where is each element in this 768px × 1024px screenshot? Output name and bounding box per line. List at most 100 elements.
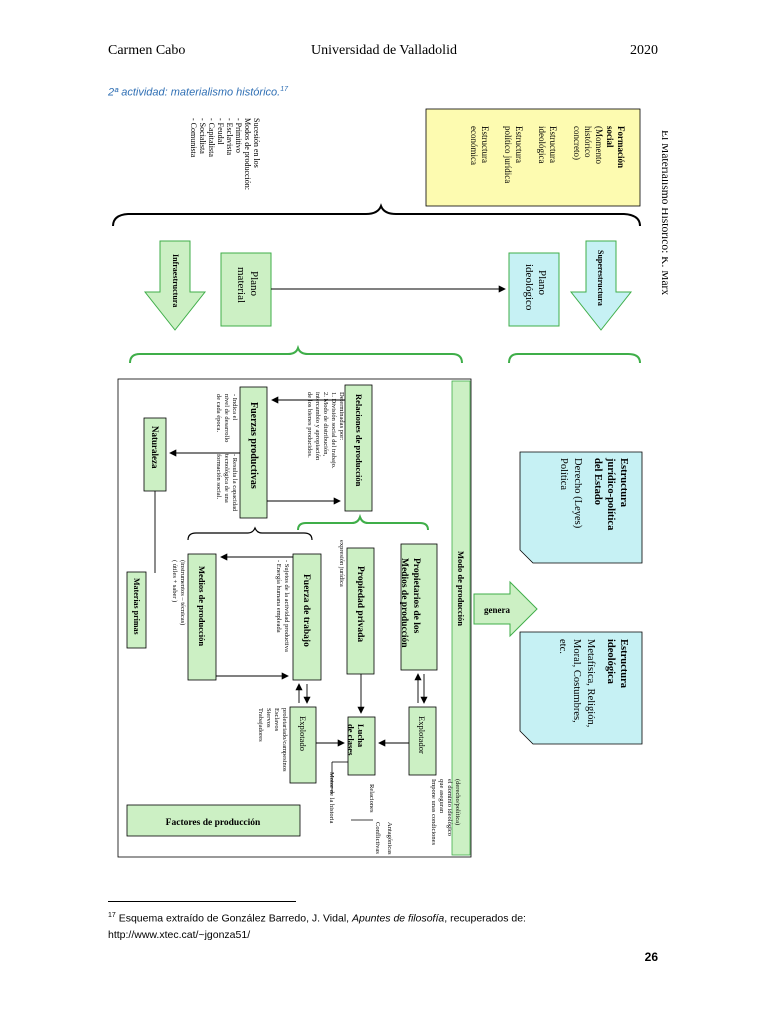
footnote-url[interactable]: http://www.xtec.cat/~jgonza51/ bbox=[108, 928, 251, 941]
svg-text:del Estado: del Estado bbox=[592, 458, 603, 505]
svg-text:que aseguran: que aseguran bbox=[438, 779, 445, 814]
footnote-text-after: , recuperados de: bbox=[444, 912, 526, 925]
svg-text:Plano: Plano bbox=[248, 271, 260, 297]
svg-text:Trabajadores: Trabajadores bbox=[257, 708, 264, 742]
brace-top bbox=[112, 203, 641, 227]
modo-bar bbox=[451, 380, 471, 856]
medios-title: Medios de producción bbox=[197, 566, 207, 646]
svg-text:- Primitivo: - Primitivo bbox=[234, 118, 243, 153]
svg-text:intercambio y apropiación: intercambio y apropiación bbox=[314, 392, 321, 461]
svg-text:económica: económica bbox=[469, 126, 479, 165]
svg-text:de clases: de clases bbox=[346, 724, 356, 756]
svg-text:Propiedad privada: Propiedad privada bbox=[355, 566, 365, 642]
side-title: El Materialismo Histórico: K. Marx bbox=[659, 130, 668, 295]
svg-text:Explotado: Explotado bbox=[298, 716, 308, 751]
propiedad-box bbox=[346, 547, 375, 675]
motor-label: Motor de la historia bbox=[328, 772, 335, 824]
svg-text:Explotador: Explotador bbox=[417, 716, 427, 754]
header-year: 2020 bbox=[630, 43, 658, 58]
svg-text:(instrumentos – técnicas): (instrumentos – técnicas) bbox=[179, 560, 186, 625]
fuerzas-text: - Indica el nivel de desarrollo de cada … bbox=[215, 394, 238, 512]
svg-text:- Comunista: - Comunista bbox=[189, 118, 198, 158]
svg-text:El Materialismo Histórico: K.: El Materialismo Histórico: K. Marx bbox=[659, 130, 668, 295]
svg-text:Propietarios de los: Propietarios de los bbox=[411, 558, 421, 634]
infraestructura-label: Infraestructura bbox=[171, 254, 180, 307]
svg-text:- Indica el: - Indica el bbox=[231, 394, 238, 421]
footnote-rule bbox=[108, 901, 296, 902]
svg-text:material: material bbox=[235, 267, 247, 303]
svg-text:Fuerza de trabajo: Fuerza de trabajo bbox=[301, 574, 311, 647]
svg-text:expresión jurídica: expresión jurídica bbox=[338, 540, 345, 587]
ideologica-text: Estructura ideológica Metafísica, Religi… bbox=[557, 639, 629, 727]
svg-text:Conflictivas: Conflictivas bbox=[374, 822, 381, 854]
svg-text:Relaciones: Relaciones bbox=[368, 784, 375, 813]
svg-text:(derecho/política): (derecho/política) bbox=[454, 779, 461, 825]
explotador-text: Impone unas condiciones que aseguran el … bbox=[430, 779, 461, 846]
genera-label: genera bbox=[484, 605, 510, 615]
materialismo-diagram: El Materialismo Histórico: K. Marx Forma… bbox=[112, 108, 668, 858]
svg-text:Sucesión en los: Sucesión en los bbox=[252, 118, 261, 168]
lucha-text: Lucha de clases bbox=[346, 724, 366, 756]
svg-text:Naturaleza: Naturaleza bbox=[150, 426, 160, 469]
svg-text:de los bienes producidos.: de los bienes producidos. bbox=[306, 392, 313, 458]
svg-text:formación social.: formación social. bbox=[215, 454, 222, 499]
svg-text:histórico: histórico bbox=[583, 126, 593, 158]
footnote: 17 Esquema extraído de González Barredo,… bbox=[108, 908, 658, 943]
svg-text:Medios de producción: Medios de producción bbox=[399, 558, 409, 648]
svg-text:- Energía humana empleada: - Energía humana empleada bbox=[275, 560, 282, 633]
ideologica-box bbox=[519, 631, 643, 745]
svg-text:Estructura: Estructura bbox=[618, 639, 629, 689]
svg-text:Estructura: Estructura bbox=[480, 126, 490, 163]
svg-text:tecnológica de una: tecnológica de una bbox=[223, 454, 230, 503]
svg-text:social: social bbox=[605, 126, 615, 148]
sucesion-text: Sucesión en los Modos de producción: - P… bbox=[189, 118, 261, 190]
plano-material-text: Plano material bbox=[235, 267, 260, 303]
plano-material-box bbox=[220, 252, 272, 327]
svg-text:Lucha: Lucha bbox=[356, 724, 366, 748]
medios-box bbox=[187, 553, 217, 681]
factores-label: Factores de producción bbox=[166, 818, 261, 828]
svg-text:etc.: etc. bbox=[557, 639, 568, 654]
page-number: 26 bbox=[644, 950, 658, 964]
materias-box bbox=[126, 571, 147, 649]
svg-text:concreto): concreto) bbox=[572, 126, 582, 160]
relaciones-box bbox=[344, 384, 373, 512]
modo-frame bbox=[117, 378, 472, 858]
brace-green-inner bbox=[297, 513, 429, 531]
lucha-box bbox=[347, 716, 376, 776]
svg-text:Determinadas por:: Determinadas por: bbox=[338, 392, 345, 440]
relaciones-title: Relaciones de producción bbox=[354, 394, 364, 487]
materias-label: Materias primas bbox=[132, 578, 141, 635]
relaciones-text: Determinadas por: 1. División social del… bbox=[306, 392, 345, 469]
svg-text:Fuerzas productivas: Fuerzas productivas bbox=[248, 402, 259, 489]
svg-text:Superestructura: Superestructura bbox=[596, 250, 605, 306]
svg-text:Relaciones de producción: Relaciones de producción bbox=[354, 394, 364, 487]
medios-text: (instrumentos – técnicas) ( útiles + sab… bbox=[171, 560, 186, 625]
svg-text:- Socialista: - Socialista bbox=[198, 118, 207, 154]
propietarios-box bbox=[400, 543, 438, 671]
svg-text:ideológica: ideológica bbox=[537, 126, 547, 164]
svg-text:Siervos: Siervos bbox=[265, 708, 272, 728]
footnote-text: Esquema extraído de González Barredo, J.… bbox=[115, 912, 352, 925]
footnote-title: Apuntes de filosofía bbox=[352, 912, 445, 925]
svg-text:Estructura: Estructura bbox=[618, 458, 629, 508]
propietarios-text: Propietarios de los Medios de producción bbox=[399, 558, 421, 648]
explotado-title: Explotado bbox=[298, 716, 308, 751]
plano-ideologico-text: Plano ideológico bbox=[523, 264, 548, 311]
svg-text:jurídico-política: jurídico-política bbox=[605, 457, 616, 531]
svg-text:Modo de producción: Modo de producción bbox=[456, 551, 466, 626]
plano-ideologico-box bbox=[508, 252, 560, 327]
svg-text:1. División social del trabajo: 1. División social del trabajo. bbox=[330, 392, 337, 469]
svg-text:- Sujetos de la actividad prod: - Sujetos de la actividad productiva bbox=[283, 560, 290, 652]
svg-text:- Feudal: - Feudal bbox=[216, 118, 225, 145]
svg-text:ideológica: ideológica bbox=[605, 639, 616, 685]
modo-label: Modo de producción bbox=[456, 551, 466, 626]
brace-green-left bbox=[129, 344, 463, 364]
svg-text:- Esclavista: - Esclavista bbox=[225, 118, 234, 156]
relaciones-bottom: Relaciones Antagónicas Conflictivas bbox=[368, 784, 393, 855]
svg-text:Moral, Costumbres,: Moral, Costumbres, bbox=[571, 639, 582, 723]
svg-text:Formación: Formación bbox=[616, 126, 626, 168]
footnote-number: 17 bbox=[108, 912, 116, 919]
header-institution: Universidad de Valladolid bbox=[311, 43, 457, 58]
svg-text:Impone unas condiciones: Impone unas condiciones bbox=[430, 779, 437, 846]
